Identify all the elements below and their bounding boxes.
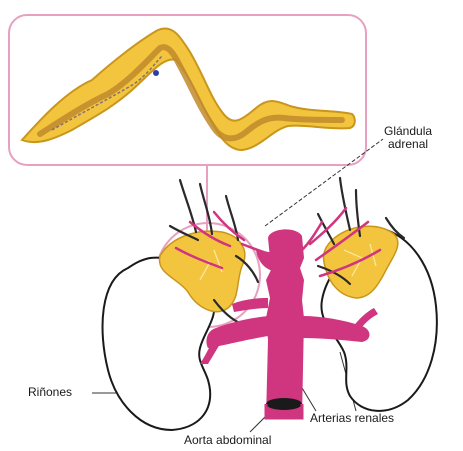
magnified-inset-box xyxy=(9,15,366,165)
abdominal-aorta-label: Aorta abdominal xyxy=(184,434,271,447)
renal-arteries-label: Arterias renales xyxy=(310,412,394,425)
adrenal-gland-label-line2: adrenal xyxy=(384,138,432,151)
kidneys-label: Riñones xyxy=(28,386,72,399)
adrenal-gland-label: Glándula adrenal xyxy=(384,125,432,151)
